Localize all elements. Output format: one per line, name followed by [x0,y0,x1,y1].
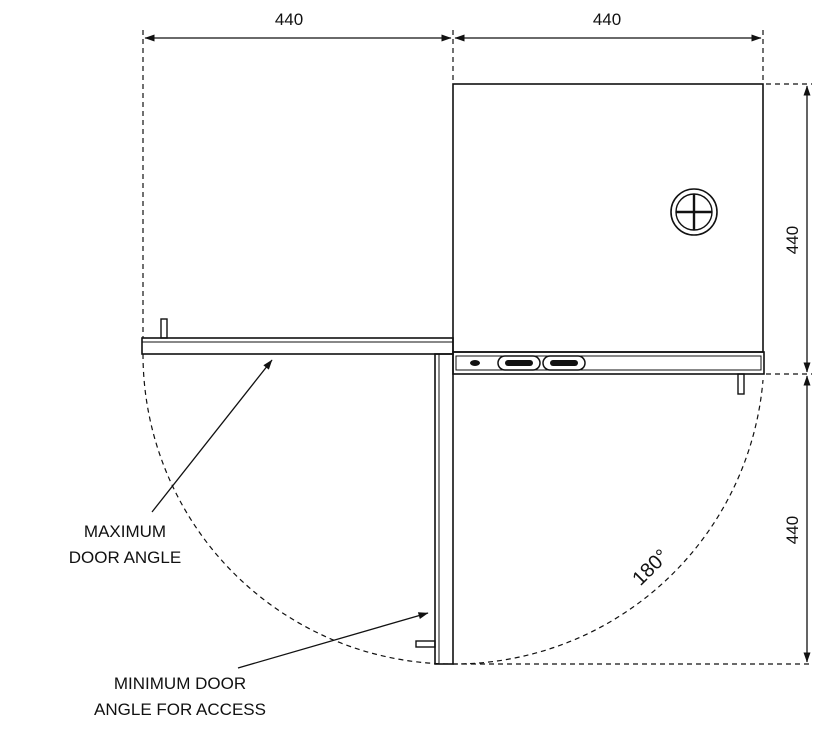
label-minimum-line1: MINIMUM DOOR [114,674,246,693]
dimension-top-left: 440 [275,10,303,29]
front-panel-strip [452,351,765,375]
label-minimum-line2: ANGLE FOR ACCESS [94,700,266,719]
label-maximum-line2: DOOR ANGLE [69,548,181,567]
handle-minimum-door [415,640,436,648]
dimension-top-right: 440 [593,10,621,29]
handle-maximum-door [160,318,168,339]
panel-slot-left [497,355,541,371]
swing-angle-label: 180° [628,545,673,590]
panel-hole [470,360,480,366]
lock-icon [670,188,718,236]
leader-maximum-angle [151,359,273,513]
front-panel-inner [455,355,762,371]
door-maximum-angle [141,337,454,355]
panel-slot-right [542,355,586,371]
dimension-right-lower: 440 [783,516,802,544]
dimension-right-upper: 440 [783,226,802,254]
leader-minimum-angle [237,612,429,669]
door-minimum-angle [434,353,454,665]
label-maximum-line1: MAXIMUM [84,522,166,541]
handle-right [737,373,745,395]
